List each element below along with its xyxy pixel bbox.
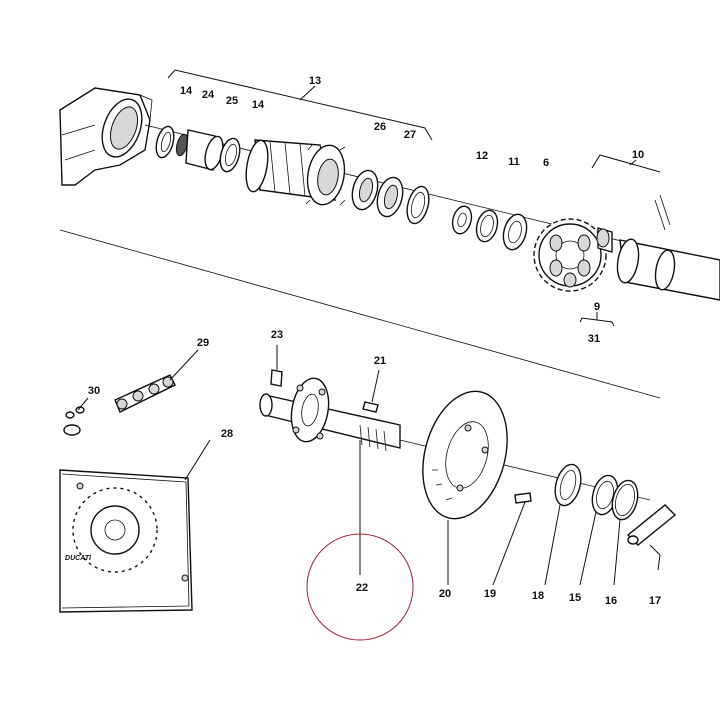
callout-24: 24 [202,89,215,101]
callout-19: 19 [484,588,496,600]
part-18-circlip [544,463,582,586]
part-12-washer [451,205,473,235]
part-10-sprocket-carrier [596,194,720,301]
callout-17: 17 [649,595,661,607]
part-16-o-ring [611,479,639,586]
callout-31: 31 [588,333,600,345]
callout-22: 22 [356,582,368,594]
callout-11: 11 [508,156,520,168]
part-21-bolt [362,369,380,413]
callout-labels: 13 14 24 25 14 26 27 12 11 6 10 9 31 23 … [88,75,661,607]
callout-10: 10 [632,149,644,161]
part-25-spacer [185,129,224,171]
callout-14a: 14 [180,85,193,97]
part-22-wheel-hub-axle [259,377,401,575]
part-14-ring-right [219,137,241,173]
callout-21: 21 [374,355,386,367]
part-9-rear-sprocket [533,218,607,292]
part-14-ring-left [155,125,175,159]
callout-13: 13 [309,75,321,87]
part-26-bearings [351,169,404,218]
callout-28: 28 [221,428,233,440]
swingarm-end [59,87,153,186]
part-17-chain-adjuster [626,504,677,571]
part-23-grease-nipple [270,345,283,387]
callout-20: 20 [439,588,451,600]
highlight-circle-22 [306,533,414,641]
callout-18: 18 [532,590,544,602]
callout-27: 27 [404,129,416,141]
callout-9: 9 [594,301,600,313]
callout-15: 15 [569,592,581,604]
callout-29: 29 [197,337,209,349]
callout-23: 23 [271,329,283,341]
part-6-washer [502,213,528,251]
callout-6: 6 [543,157,549,169]
callout-16: 16 [605,595,617,607]
callout-25: 25 [226,95,238,107]
cover-logo-text: DUCATI [65,555,92,562]
part-13-hub-carrier [245,139,346,206]
part-29-chain-link [114,349,199,413]
callout-14b: 14 [252,99,265,111]
part-30-master-link [63,397,89,436]
callout-26: 26 [374,121,386,133]
part-19-disc-bolt [492,492,532,586]
part-28-sprocket-cover: DUCATI [59,439,211,613]
callout-12: 12 [476,150,488,162]
callout-30: 30 [88,385,100,397]
part-20-brake-disc [422,390,508,585]
part-11-circlip [475,209,499,243]
part-27-circlip [406,185,430,225]
